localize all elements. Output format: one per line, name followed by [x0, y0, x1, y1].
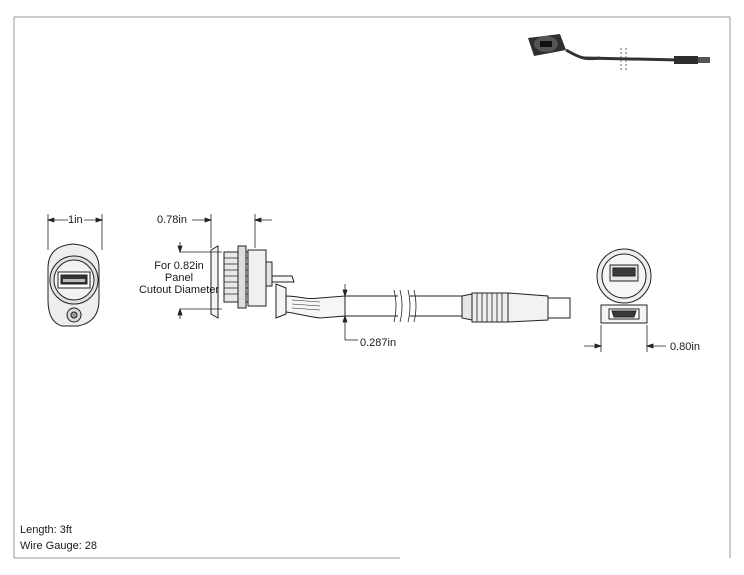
end-view [596, 248, 652, 324]
dim-end-width [584, 325, 666, 352]
panel-cutout-label: For 0.82in Panel Cutout Diameter [136, 260, 222, 296]
sheet-border [13, 16, 731, 559]
dim-panel-cutout [177, 242, 222, 319]
length-note: Length: 3ft [20, 524, 72, 536]
panel-cutout-line-1: For 0.82in [154, 260, 204, 272]
front-width-label: 1in [68, 214, 83, 226]
cable-connector [461, 292, 571, 323]
panel-cutout-line-3: Cutout Diameter [138, 284, 220, 296]
cable-diameter-label: 0.287in [360, 337, 397, 349]
wire-gauge-note: Wire Gauge: 28 [20, 540, 98, 552]
cable [345, 289, 462, 323]
mount-depth-label: 0.78in [157, 214, 187, 226]
side-view [210, 245, 346, 319]
dim-cable-diameter [342, 284, 358, 341]
panel-cutout-line-2: Panel [164, 272, 194, 284]
front-view [47, 243, 100, 327]
dim-mount-depth [192, 214, 272, 248]
iso-thumbnail [528, 34, 710, 70]
dim-front-width [46, 214, 104, 250]
end-width-label: 0.80in [670, 341, 700, 353]
